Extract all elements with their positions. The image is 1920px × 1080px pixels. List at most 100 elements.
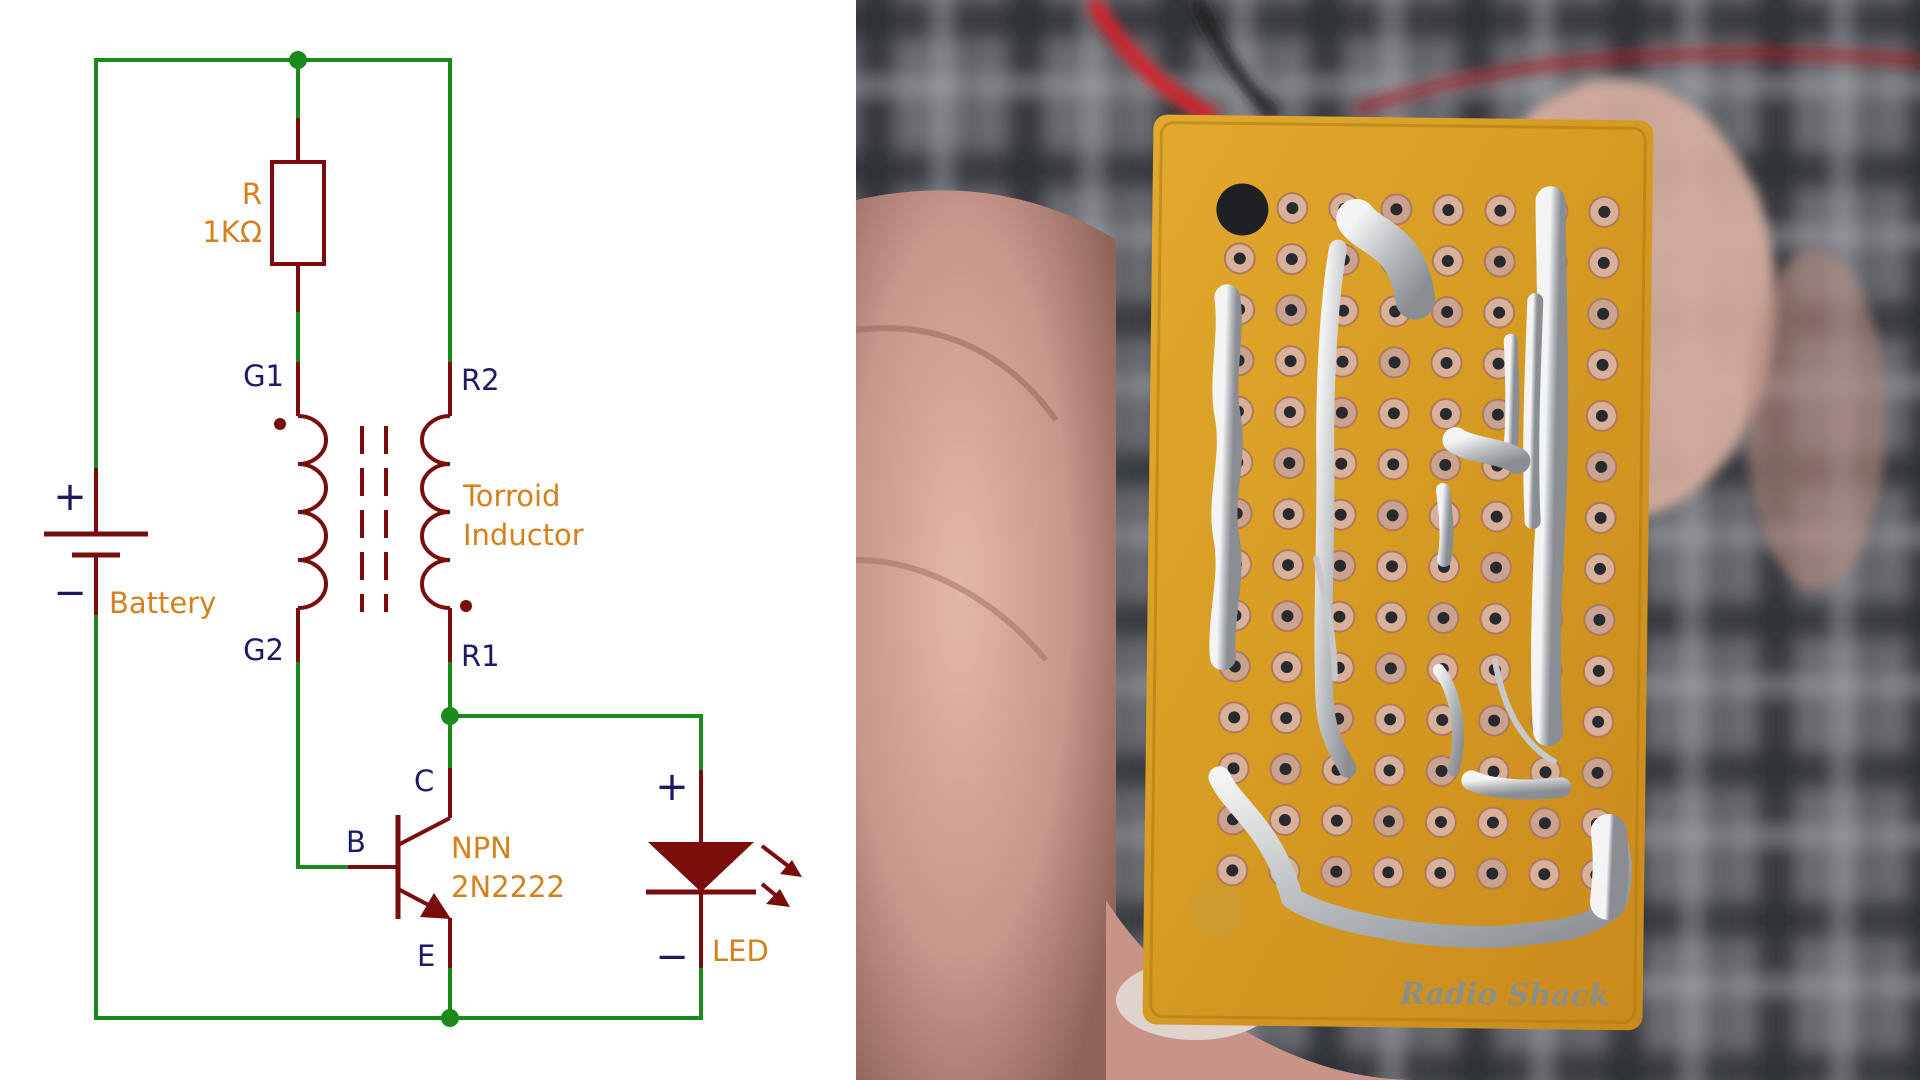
- pad-hole: [1597, 256, 1610, 269]
- junction-dot-bottom: [441, 1009, 459, 1027]
- pad-hole: [1442, 204, 1455, 217]
- pad-hole: [1595, 409, 1608, 422]
- wire-collector-to-led: [448, 714, 703, 772]
- pad-hole: [1591, 766, 1604, 779]
- pad-hole: [1439, 458, 1452, 471]
- transistor-type-label: NPN: [451, 831, 512, 865]
- pad-hole: [1383, 764, 1396, 777]
- pad-hole: [1285, 304, 1298, 317]
- battery-minus-sign: −: [53, 570, 87, 616]
- pad-hole: [1387, 458, 1400, 471]
- pad-hole: [1539, 766, 1552, 779]
- pad-hole: [1286, 202, 1299, 215]
- pad-hole: [1335, 406, 1348, 419]
- pin-label-g1: G1: [243, 359, 284, 393]
- pad-hole: [1437, 611, 1450, 624]
- pad-hole: [1592, 715, 1605, 728]
- pad-hole: [1487, 765, 1500, 778]
- junction-dot-top: [289, 51, 307, 69]
- pad-hole: [1280, 712, 1293, 725]
- pad-hole: [1597, 307, 1610, 320]
- pad-hole: [1280, 661, 1293, 674]
- pad-hole: [1281, 610, 1294, 623]
- pad-hole: [1435, 764, 1448, 777]
- pad-hole: [1385, 611, 1398, 624]
- pad-hole: [1489, 612, 1502, 625]
- pad-hole: [1336, 355, 1349, 368]
- pad-hole: [1594, 511, 1607, 524]
- junction-dot-collector: [441, 707, 459, 725]
- pin-label-g2: G2: [243, 633, 284, 667]
- pad-hole: [1279, 763, 1292, 776]
- pad-hole: [1334, 559, 1347, 572]
- pad-hole: [1335, 457, 1348, 470]
- pad-hole: [1382, 815, 1395, 828]
- pad-hole: [1233, 252, 1246, 265]
- pad-hole: [1486, 867, 1499, 880]
- mounting-hole-bottom: [1187, 881, 1244, 938]
- pad-hole: [1284, 355, 1297, 368]
- pad-hole: [1538, 868, 1551, 881]
- pad-hole: [1388, 356, 1401, 369]
- pad-hole: [1593, 613, 1606, 626]
- pad-hole: [1333, 610, 1346, 623]
- solder-trace-right-rail: [1531, 186, 1569, 747]
- solder-trace-center-left: [1314, 239, 1357, 778]
- pad-hole: [1384, 713, 1397, 726]
- pad-hole: [1283, 457, 1296, 470]
- resistor-symbol: [270, 118, 326, 312]
- pad-hole: [1226, 864, 1239, 877]
- pad-hole: [1493, 255, 1506, 268]
- pad-hole: [1595, 460, 1608, 473]
- board-stamp-text: Radio Shack: [1399, 976, 1610, 1014]
- wire-bottom-loop: [94, 613, 703, 1020]
- red-wire: [1085, 0, 1920, 126]
- pad-hole: [1598, 205, 1611, 218]
- led-symbol: [646, 770, 802, 968]
- perfboard: Radio Shack: [1142, 114, 1654, 1031]
- pad-hole: [1384, 662, 1397, 675]
- pin-label-r2: R2: [461, 363, 500, 397]
- pin-label-b: B: [346, 825, 366, 859]
- npn-transistor-symbol: [348, 768, 452, 968]
- pad-hole: [1283, 406, 1296, 419]
- inductor-label-line1: Torroid: [462, 479, 560, 513]
- wire-g2-to-base: [296, 660, 350, 869]
- emitter-arrow-icon: [420, 893, 451, 919]
- pad-hole: [1387, 407, 1400, 420]
- pad-hole: [1337, 304, 1350, 317]
- circuit-schematic: R 1KΩ G1 G2 R2 R1 Torroid Inductor + − B…: [0, 0, 856, 1080]
- pad-hole: [1434, 815, 1447, 828]
- pad-hole: [1596, 358, 1609, 371]
- pad-hole: [1440, 356, 1453, 369]
- pad-hole: [1494, 204, 1507, 217]
- pin-label-e: E: [417, 939, 435, 973]
- solder-traces: [1208, 186, 1632, 948]
- resistor-name-label: R: [242, 177, 262, 211]
- pad-hole: [1386, 560, 1399, 573]
- pad-hole: [1491, 408, 1504, 421]
- pad-hole: [1490, 510, 1503, 523]
- pin-label-r1: R1: [461, 639, 500, 673]
- pad-hole: [1538, 817, 1551, 830]
- resistor-value-label: 1KΩ: [202, 215, 262, 249]
- pad-hole: [1490, 561, 1503, 574]
- pad-hole: [1282, 559, 1295, 572]
- pad-hole: [1493, 306, 1506, 319]
- pad-hole: [1488, 714, 1501, 727]
- pad-hole: [1492, 357, 1505, 370]
- battery-plus-sign: +: [53, 474, 87, 520]
- pad-hole: [1330, 865, 1343, 878]
- led-plus-sign: +: [655, 764, 689, 810]
- pad-hole: [1330, 814, 1343, 827]
- inductor-winding-left: [296, 362, 328, 662]
- pad-hole: [1390, 203, 1403, 216]
- inductor-polarity-dot-g: [274, 418, 286, 430]
- pad-hole: [1228, 711, 1241, 724]
- inductor-winding-right: [420, 362, 452, 662]
- led-minus-sign: −: [655, 934, 689, 980]
- pad-hole: [1386, 509, 1399, 522]
- pad-hole: [1441, 305, 1454, 318]
- pad-hole: [1282, 508, 1295, 521]
